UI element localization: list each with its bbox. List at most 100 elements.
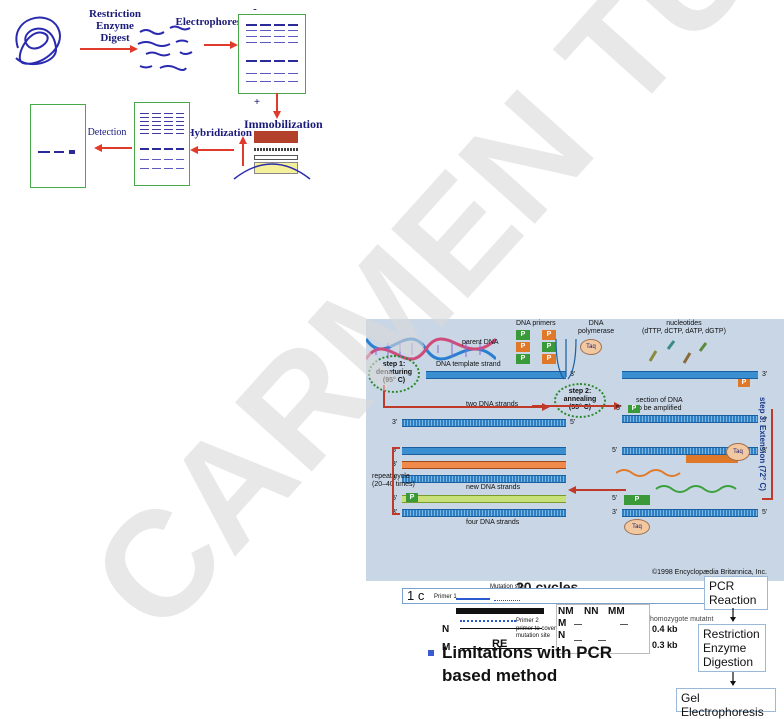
primer-cover-label: primer to cover mutation site [516, 626, 557, 639]
arrow-icon [204, 41, 238, 49]
arrow-down-icon [730, 608, 736, 622]
new-dna-strand [402, 461, 566, 469]
step1-denaturing: step 1: denaturing (95° C) [368, 355, 420, 393]
primer-green: P [542, 342, 556, 352]
gel-row-n: N [558, 630, 566, 641]
free-nucleotides-icon [616, 469, 737, 493]
gene-bar [456, 608, 544, 614]
flow-pcr-reaction: PCR Reaction [704, 576, 768, 610]
primer-green: P [628, 405, 640, 413]
genome-scribble-icon [15, 16, 61, 66]
primer1-line [456, 598, 490, 600]
dna-strand [402, 509, 566, 517]
limitations-text: Limitations with PCR based method [442, 643, 612, 685]
strand-end: 3' [392, 475, 398, 482]
homozygote-label: homozygote mutatnt [650, 616, 714, 623]
two-strands-label: two DNA strands [466, 401, 519, 408]
gel-band [598, 640, 606, 641]
strand-end: 5' [762, 509, 768, 516]
step3-extension: step 3: Extension (72° C) [758, 397, 767, 491]
primer-orange: P [542, 354, 556, 364]
dotted-primer [494, 600, 520, 601]
strand-end: 3' [612, 509, 618, 516]
detection-label: Detection [87, 127, 127, 138]
arrow-down-icon [730, 672, 736, 686]
strand-end: 5' [612, 495, 618, 502]
gel-minus-label: - [253, 3, 257, 15]
arrow-left-icon [568, 486, 626, 494]
strand-end: 3' [392, 461, 398, 468]
gel-col-nm: NM [558, 606, 574, 617]
allele-line [460, 648, 542, 649]
primer1-label: Primer 1 [434, 594, 457, 600]
re-label: RE [492, 638, 508, 650]
strand-end: 3' [392, 509, 398, 516]
gel-col-nn: NN [584, 606, 599, 617]
kb-label: 0.3 kb [652, 640, 678, 650]
arrow-up-icon [239, 136, 247, 166]
dna-strand [622, 447, 758, 455]
allele-n-label: N [442, 624, 450, 635]
strand-end: 5' [392, 495, 398, 502]
dna-strand [402, 475, 566, 483]
primer-orange: P [738, 379, 750, 387]
dna-strand [622, 415, 758, 423]
pcr-diagram: parent DNA DNA primers P P P P P P DNA p… [366, 319, 784, 581]
template-strand-label: DNA template strand [436, 361, 501, 368]
primer-orange: P [516, 342, 530, 352]
allele-m-label: M [442, 642, 451, 653]
nucleotides-icon [648, 340, 708, 364]
copyright: ©1998 Encyclopædia Britannica, Inc. [652, 569, 767, 576]
parent-dna-helix-icon [366, 337, 496, 361]
membrane-block [254, 131, 298, 143]
flow-gel-electrophoresis: Gel Electrophoresis [676, 688, 776, 719]
dna-strand [402, 447, 566, 455]
primer-green: P [624, 495, 650, 505]
strand-end: 3' [762, 447, 768, 454]
parent-dna-label: parent DNA [462, 339, 499, 346]
arrow-left-icon [190, 146, 234, 154]
taq-enzyme: Taq [726, 443, 750, 461]
dna-primers-label: DNA primers [516, 320, 556, 327]
gel-panel [556, 604, 650, 654]
cycles-text: 20 cycles [516, 581, 579, 591]
dna-strand [426, 371, 566, 379]
dotted-primer [460, 620, 516, 622]
nucleotides-label: nucleotides (dTTP, dCTP, dATP, dGTP) [642, 320, 726, 335]
repeat-cycle-label: repeat cycle (20–40 times) [372, 473, 415, 488]
four-strands-label: four DNA strands [466, 519, 520, 526]
arrow-path-icon [383, 385, 550, 411]
gel-plus-label: + [253, 96, 261, 108]
gel-row-m: M [558, 618, 567, 629]
bullet-icon [428, 650, 434, 656]
detection-box [30, 104, 86, 188]
kb-label: 0.4 kb [652, 624, 678, 634]
primer2-label: Primer 2 [516, 618, 539, 624]
gel-band [574, 640, 582, 641]
gel-band [574, 624, 582, 625]
taq-enzyme: Taq [624, 519, 650, 535]
one-c-box: 1 c [402, 588, 708, 604]
section-label: section of DNA to be amplified [636, 397, 683, 412]
arrow-down-icon [273, 93, 281, 119]
strand-end: 5' [392, 447, 398, 454]
membrane-strip [254, 148, 298, 151]
primer-green: P [516, 330, 530, 340]
electrophoresis-label: Electrophoresis [175, 16, 249, 28]
dna-strand [622, 509, 758, 517]
primer-orange: P [542, 330, 556, 340]
gel-band [620, 624, 628, 625]
strand-end: 3' [762, 371, 768, 378]
dna-fragments-icon [137, 25, 193, 71]
dna-strand [622, 371, 758, 379]
strand-end: 5' [762, 417, 768, 424]
strand-end: 3' [392, 419, 398, 426]
blot-box [134, 102, 190, 186]
new-strands-label: new DNA strands [466, 484, 521, 491]
primer-green: P [516, 354, 530, 364]
annealing-arrows-icon [555, 339, 577, 380]
flow-restriction-digestion: Restriction Enzyme Digestion [698, 624, 766, 672]
strand-end: 5' [570, 419, 576, 426]
restriction-label: Restriction Enzyme Digest [89, 8, 141, 44]
tray-icon [233, 163, 311, 180]
